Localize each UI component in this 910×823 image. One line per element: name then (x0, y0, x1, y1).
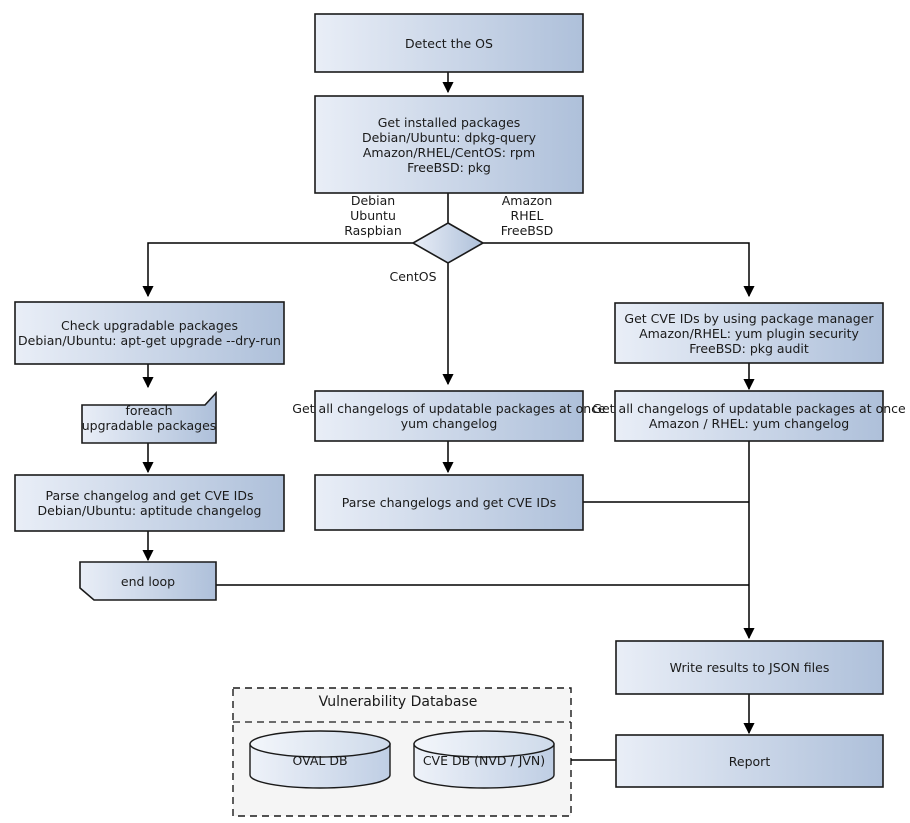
left-branch-line-1: Debian (350, 193, 396, 208)
node-changelogs-centos (314, 390, 584, 442)
node-write-results (615, 640, 884, 695)
vulnerability-database-title: Vulnerability Database (233, 694, 563, 710)
edge-decision-right (483, 242, 755, 298)
right-branch-line-1: Amazon (501, 193, 553, 208)
left-branch-line-2: Ubuntu (350, 208, 396, 223)
oval-db-text: OVAL DB (292, 753, 348, 768)
edge-label-center-branch: CentOS (383, 269, 443, 284)
left-branch-line-3: Raspbian (344, 223, 402, 238)
vulnerability-database-title-text: Vulnerability Database (318, 694, 478, 710)
node-parse-changelogs-centos (314, 474, 584, 531)
node-end-loop (79, 561, 217, 601)
node-os-decision (411, 222, 485, 264)
right-branch-line-2: RHEL (510, 208, 544, 223)
label-cve-db: CVE DB (NVD / JVN) (414, 753, 554, 768)
node-changelogs-amazon-rhel (614, 390, 884, 442)
node-detect-os (314, 13, 584, 73)
edge-label-left-branch: Debian Ubuntu Raspbian (333, 193, 413, 238)
right-branch-line-3: FreeBSD (500, 223, 554, 238)
node-get-cve-ids (614, 302, 884, 364)
node-cve-db (413, 730, 555, 789)
node-check-upgradable (14, 301, 285, 365)
node-parse-changelog-debian (14, 474, 285, 532)
edge-decision-left (142, 242, 413, 298)
label-oval-db: OVAL DB (250, 753, 390, 768)
center-branch-line-1: CentOS (389, 269, 437, 284)
node-oval-db (249, 730, 391, 789)
node-get-installed-packages (314, 95, 584, 194)
node-foreach-loop (81, 390, 217, 444)
edge-label-right-branch: Amazon RHEL FreeBSD (487, 193, 567, 238)
cve-db-text: CVE DB (NVD / JVN) (422, 753, 546, 768)
node-report (615, 734, 884, 788)
